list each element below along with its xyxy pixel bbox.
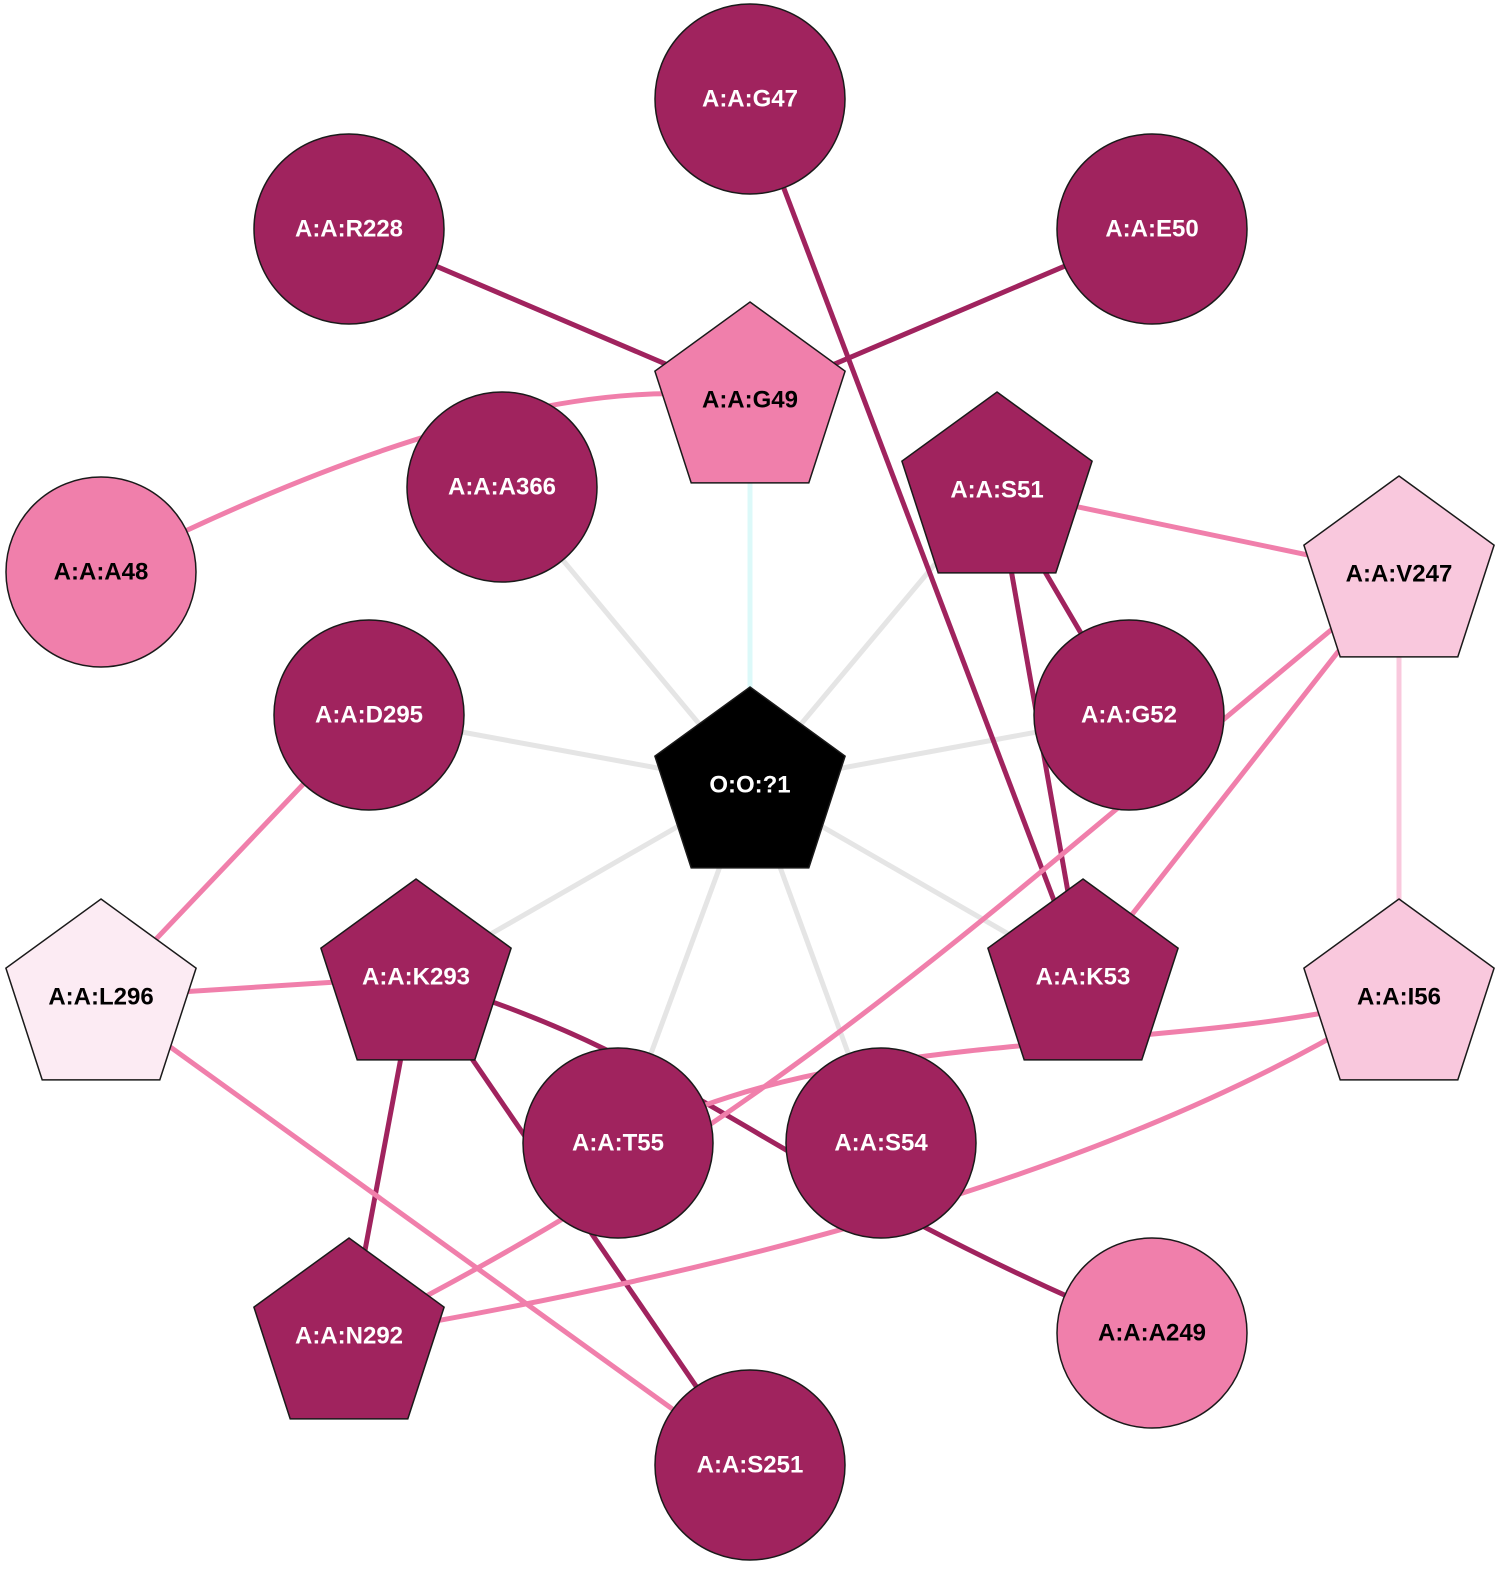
node-pentagon — [987, 878, 1179, 1061]
node-pentagon — [654, 686, 846, 869]
node-label: A:A:A249 — [1098, 1320, 1206, 1347]
node-0[interactable]: A:A:G47 — [654, 3, 846, 195]
node-label: A:A:G52 — [1081, 702, 1177, 729]
node-13[interactable]: A:A:K53 — [987, 878, 1179, 1061]
node-2[interactable]: A:A:E50 — [1056, 133, 1248, 325]
node-label: A:A:G47 — [702, 86, 798, 113]
edge-23 — [99, 994, 752, 1468]
node-16[interactable]: A:A:S54 — [785, 1047, 977, 1239]
node-7[interactable]: A:A:V247 — [1303, 475, 1495, 658]
node-10[interactable]: O:O:?1 — [654, 686, 846, 869]
node-label: A:A:V247 — [1346, 561, 1453, 588]
node-label: A:A:A366 — [448, 474, 556, 501]
node-pentagon — [1303, 898, 1495, 1081]
node-pentagon — [253, 1237, 445, 1420]
node-circle — [273, 619, 465, 811]
edge-11 — [747, 98, 1086, 978]
node-pentagon — [1303, 475, 1495, 658]
node-circle — [785, 1047, 977, 1239]
edge-24 — [616, 994, 1400, 1146]
node-pentagon — [654, 301, 846, 484]
node-6[interactable]: A:A:A48 — [5, 476, 197, 668]
node-label: A:A:K293 — [362, 964, 470, 991]
edge-20 — [347, 572, 1401, 1339]
node-pentagon — [5, 898, 197, 1081]
node-label: O:O:?1 — [709, 772, 790, 799]
node-15[interactable]: A:A:T55 — [522, 1047, 714, 1239]
node-label: A:A:S54 — [834, 1130, 928, 1157]
node-label: A:A:D295 — [315, 702, 423, 729]
node-14[interactable]: A:A:I56 — [1303, 898, 1495, 1081]
node-label: A:A:G49 — [702, 387, 798, 414]
node-1[interactable]: A:A:R228 — [253, 133, 445, 325]
node-circle — [406, 391, 598, 583]
node-19[interactable]: A:A:S251 — [654, 1369, 846, 1561]
node-8[interactable]: A:A:D295 — [273, 619, 465, 811]
node-12[interactable]: A:A:K293 — [320, 878, 512, 1061]
node-pentagon — [320, 878, 512, 1061]
node-9[interactable]: A:A:G52 — [1033, 619, 1225, 811]
node-label: A:A:I56 — [1357, 984, 1441, 1011]
edge-16 — [415, 974, 1153, 1336]
node-17[interactable]: A:A:N292 — [253, 1237, 445, 1420]
node-label: A:A:N292 — [295, 1323, 403, 1350]
node-3[interactable]: A:A:G49 — [654, 301, 846, 484]
node-circle — [253, 133, 445, 325]
node-label: A:A:A48 — [54, 559, 149, 586]
node-label: A:A:E50 — [1105, 216, 1198, 243]
node-circle — [654, 3, 846, 195]
node-18[interactable]: A:A:A249 — [1056, 1237, 1248, 1429]
node-11[interactable]: A:A:L296 — [5, 898, 197, 1081]
node-label: A:A:T55 — [572, 1130, 664, 1157]
node-label: A:A:S51 — [950, 477, 1043, 504]
node-4[interactable]: A:A:A366 — [406, 391, 598, 583]
node-label: A:A:L296 — [48, 984, 153, 1011]
node-label: A:A:K53 — [1036, 964, 1131, 991]
node-circle — [1033, 619, 1225, 811]
node-circle — [522, 1047, 714, 1239]
node-label: A:A:R228 — [295, 216, 403, 243]
node-circle — [5, 476, 197, 668]
node-circle — [654, 1369, 846, 1561]
node-circle — [1056, 1237, 1248, 1429]
node-label: A:A:S251 — [697, 1452, 804, 1479]
node-pentagon — [901, 391, 1093, 574]
node-circle — [1056, 133, 1248, 325]
node-5[interactable]: A:A:S51 — [901, 391, 1093, 574]
